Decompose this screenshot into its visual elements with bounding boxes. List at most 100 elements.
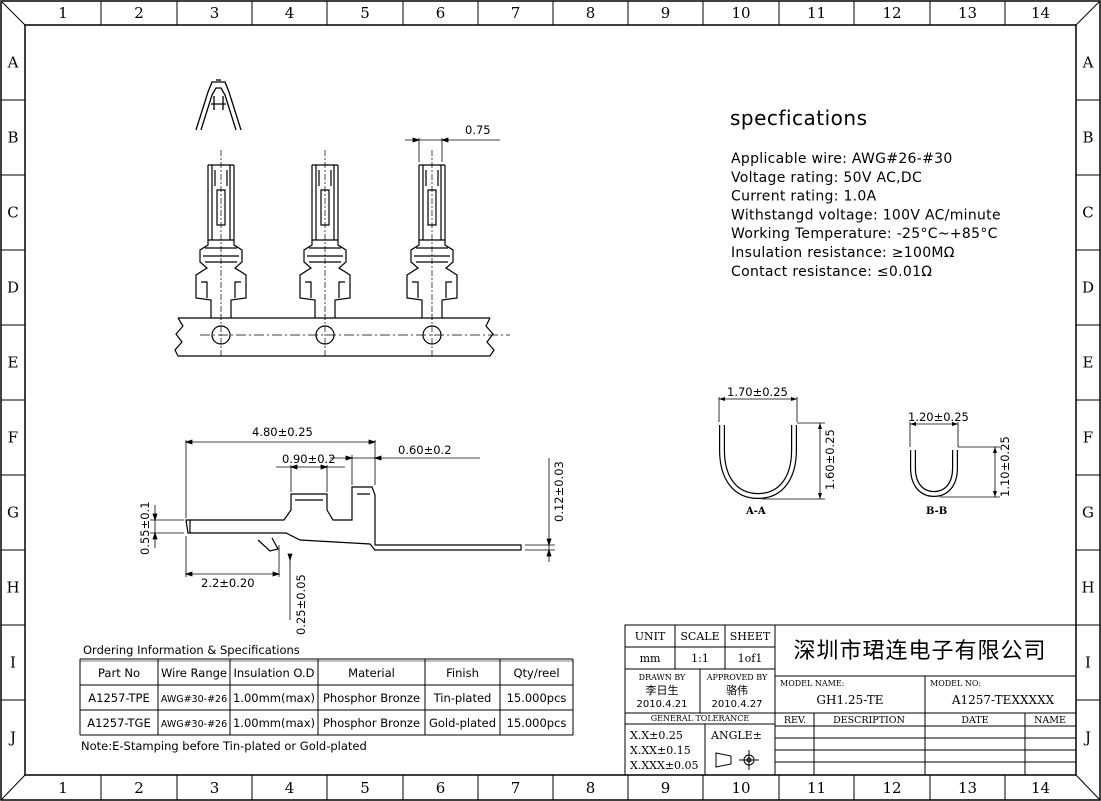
- spec-line: Insulation resistance: ≥100MΩ: [731, 245, 955, 261]
- ordering-table: Part No Wire Range Insulation O.D Material F…: [79, 658, 574, 736]
- zone-col-label: 5: [360, 779, 370, 797]
- drawn-date: 2010.4.21: [637, 699, 688, 710]
- ordering-cell: Gold-plated: [429, 716, 496, 730]
- zone-col-label: 5: [360, 4, 370, 22]
- zone-col-label: 3: [210, 779, 220, 797]
- terminal-strip: [195, 150, 458, 320]
- zone-col-label: 11: [807, 779, 826, 797]
- tolerance-3: X.XXX±0.05: [630, 759, 699, 772]
- ordering-cell: 15.000pcs: [507, 691, 567, 705]
- zone-col-label: 1: [58, 779, 68, 797]
- ordering-cell: Phosphor Bronze: [323, 716, 420, 730]
- ordering-cell: AWG#30-#26: [161, 694, 227, 705]
- dim-label-crimp: 0.90±0.2: [282, 452, 336, 466]
- zone-row-label: A: [1082, 54, 1094, 72]
- terminal-front-view: [195, 79, 242, 131]
- tolerance-1: X.X±0.25: [630, 729, 683, 742]
- spec-line: Applicable wire: AWG#26-#30: [731, 151, 953, 167]
- dim-label-tail: 0.60±0.2: [398, 443, 452, 457]
- spec-line: Working Temperature: -25°C~+85°C: [731, 226, 998, 242]
- section-label-bb: B-B: [926, 506, 947, 517]
- section-a-a: [718, 397, 825, 500]
- approved-date: 2010.4.27: [712, 699, 763, 710]
- zone-col-label: 4: [285, 779, 295, 797]
- dim-label-front: 2.2±0.20: [201, 576, 255, 590]
- zone-row-label: C: [1082, 204, 1093, 222]
- zone-col-label: 14: [1031, 779, 1050, 797]
- description-label: DESCRIPTION: [833, 715, 905, 726]
- zone-row-label: E: [1083, 354, 1094, 372]
- ordering-header: Material: [348, 666, 395, 680]
- sheet-value: 1of1: [738, 652, 763, 665]
- terminal-side-view: [185, 486, 522, 552]
- title-block: [624, 624, 1077, 776]
- ordering-note: Note:E-Stamping before Tin-plated or Gol…: [81, 739, 367, 753]
- zone-col-label: 6: [436, 4, 446, 22]
- model-name-label: MODEL NAME:: [780, 679, 844, 688]
- dim-label-aa-width: 1.70±0.25: [727, 385, 788, 399]
- drawn-by-name: 李日生: [646, 683, 679, 697]
- zone-row-label: B: [1082, 129, 1093, 147]
- zone-row-label: F: [1083, 429, 1093, 447]
- ordering-cell: A1257-TPE: [88, 691, 149, 705]
- model-name-value: GH1.25-TE: [816, 693, 883, 707]
- spec-line: Voltage rating: 50V AC,DC: [731, 170, 922, 186]
- dim-label-overall: 4.80±0.25: [252, 425, 313, 439]
- ordering-header: Insulation O.D: [234, 666, 315, 680]
- zone-row-label: H: [6, 579, 19, 597]
- zone-col-label: 13: [958, 779, 977, 797]
- unit-value: mm: [640, 652, 661, 665]
- ordering-cell: 1.00mm(max): [233, 691, 315, 705]
- ordering-header: Wire Range: [161, 666, 227, 680]
- date-label: DATE: [961, 715, 988, 726]
- terminal-3: [406, 150, 458, 320]
- drawn-by-label: DRAWN BY: [639, 673, 686, 682]
- ordering-header: Part No: [98, 666, 140, 680]
- zone-col-label: 10: [731, 4, 750, 22]
- ordering-cell: Tin-plated: [433, 691, 492, 705]
- ordering-header: Qty/reel: [513, 666, 559, 680]
- dim-label-bb-height: 1.10±0.25: [998, 436, 1012, 497]
- scale-label: SCALE: [680, 630, 719, 643]
- dim-label-carrier: 0.12±0.03: [552, 461, 566, 522]
- zone-row-label: F: [8, 429, 18, 447]
- zone-row-label: B: [7, 129, 18, 147]
- zone-col-label: 10: [731, 779, 750, 797]
- scale-value: 1:1: [691, 652, 709, 665]
- side-view-dimensions: [150, 439, 555, 620]
- ordering-header: Finish: [446, 666, 479, 680]
- zone-col-label: 9: [661, 779, 671, 797]
- zone-col-label: 12: [882, 779, 901, 797]
- section-b-b: [909, 422, 1000, 498]
- zone-col-label: 2: [134, 4, 144, 22]
- dim-0.75: [405, 137, 500, 162]
- zone-row-label: E: [8, 354, 19, 372]
- zone-col-label: 4: [285, 4, 295, 22]
- sheet-label: SHEET: [730, 630, 771, 643]
- zone-row-label: I: [1085, 654, 1091, 672]
- approved-by-name: 骆伟: [726, 683, 748, 697]
- zone-col-label: 8: [586, 779, 596, 797]
- zone-row-label: I: [10, 654, 16, 672]
- zone-row-label: D: [7, 279, 19, 297]
- angle-label: ANGLE±: [710, 729, 762, 742]
- rev-label: REV.: [784, 715, 806, 726]
- specifications-heading: specfications: [730, 106, 868, 130]
- zone-row-label: J: [8, 729, 16, 747]
- zone-col-label: 8: [586, 4, 596, 22]
- zone-col-label: 9: [661, 4, 671, 22]
- tolerance-2: X.XX±0.15: [630, 744, 691, 757]
- projection-symbol-icon: [715, 750, 759, 770]
- ordering-cell: Phosphor Bronze: [323, 691, 420, 705]
- model-no-label: MODEL NO:: [930, 679, 981, 688]
- zone-row-label: J: [1083, 729, 1091, 747]
- zone-row-label: H: [1081, 579, 1094, 597]
- terminal-2: [299, 150, 351, 320]
- dim-label-bb-width: 1.20±0.25: [908, 410, 969, 424]
- zone-col-label: 12: [882, 4, 901, 22]
- spec-line: Current rating: 1.0A: [731, 189, 877, 205]
